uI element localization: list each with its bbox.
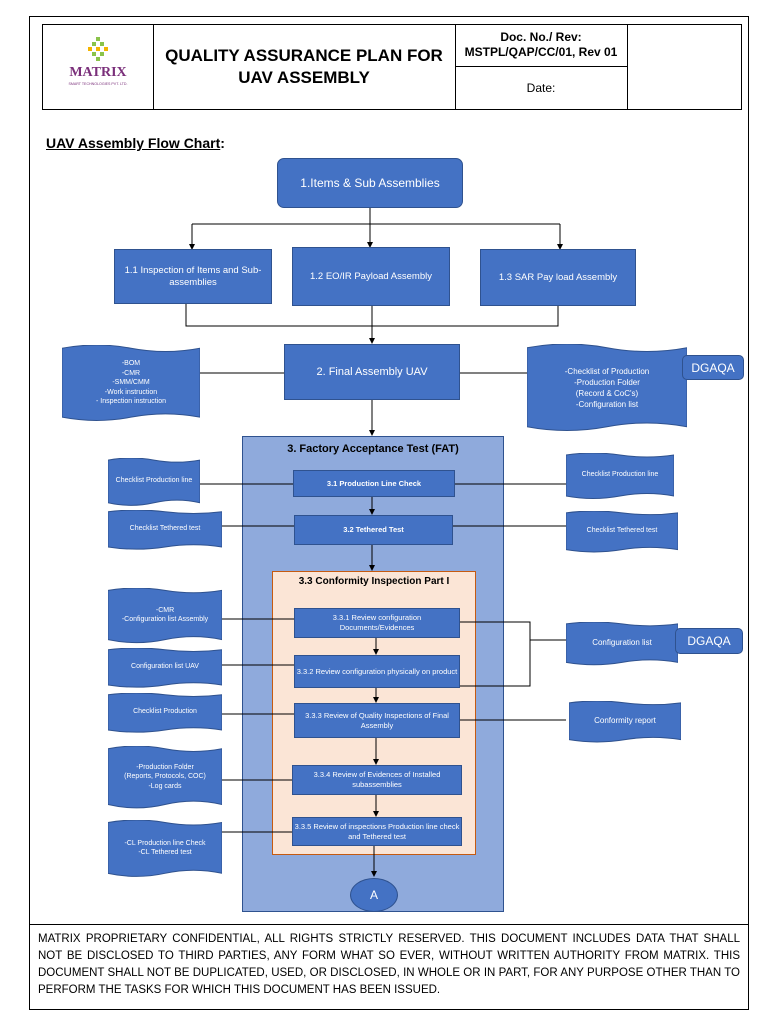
doc-configuration-list-text: Configuration list	[592, 638, 652, 648]
doc-production-folder: -Production Folder (Reports, Protocols, …	[108, 746, 222, 814]
doc-conformity-report: Conformity report	[569, 701, 681, 747]
tethered-test-box: 3.2 Tethered Test	[294, 515, 453, 545]
doc-left-tethered: Checklist Tethered test	[108, 510, 222, 554]
production-line-check-box: 3.1 Production Line Check	[293, 470, 455, 497]
doc-configuration-list: Configuration list	[566, 622, 678, 670]
doc-cmr-config: -CMR -Configuration list Assembly	[108, 588, 222, 648]
logo-name: MATRIX	[69, 65, 127, 80]
doc-production-checklist: -Checklist of Production -Production Fol…	[527, 344, 687, 438]
doc-cl-production-text: -CL Production line Check -CL Tethered t…	[124, 839, 206, 857]
date-label: Date:	[526, 81, 556, 95]
items-subassemblies-box: 1.Items & Sub Assemblies	[277, 158, 463, 208]
sar-payload-box: 1.3 SAR Pay load Assembly	[480, 249, 636, 306]
section-title: UAV Assembly Flow Chart:	[46, 135, 225, 151]
step-334-box: 3.3.4 Review of Evidences of Installed s…	[292, 765, 462, 795]
confidentiality-footer: MATRIX PROPRIETARY CONFIDENTIAL, ALL RIG…	[29, 924, 749, 1010]
section-title-colon: :	[220, 135, 225, 151]
final-assembly-box: 2. Final Assembly UAV	[284, 344, 460, 400]
doc-checklist-production: Checklist Production	[108, 693, 222, 737]
document-header: MATRIX SMART TECHNOLOGIES PVT. LTD. QUAL…	[42, 24, 742, 110]
document-title: QUALITY ASSURANCE PLAN FOR UAV ASSEMBLY	[153, 25, 456, 109]
doc-number-value: MSTPL/QAP/CC/01, Rev 01	[464, 45, 618, 59]
connector-a: A	[350, 878, 398, 912]
step-333-box: 3.3.3 Review of Quality Inspections of F…	[294, 703, 460, 738]
doc-checklist-production-text: Checklist Production	[133, 708, 197, 716]
doc-number-label: Doc. No./ Rev:	[500, 30, 582, 44]
doc-info-cell: Doc. No./ Rev: MSTPL/QAP/CC/01, Rev 01 D…	[455, 25, 628, 109]
fat-title: 3. Factory Acceptance Test (FAT)	[287, 443, 459, 455]
doc-production-checklist-text: -Checklist of Production -Production Fol…	[564, 367, 650, 409]
step-332-box: 3.3.2 Review configuration physically on…	[294, 655, 460, 688]
conformity-title: 3.3 Conformity Inspection Part I	[298, 576, 450, 587]
dgaqa-badge-bottom: DGAQA	[675, 628, 743, 654]
inspection-items-box: 1.1 Inspection of Items and Sub-assembli…	[114, 249, 272, 304]
doc-left-production-line-text: Checklist Production line	[115, 477, 193, 485]
doc-right-production-line: Checklist Production line	[566, 453, 674, 503]
eoir-payload-box: 1.2 EO/IR Payload Assembly	[292, 247, 450, 306]
section-title-text: UAV Assembly Flow Chart	[46, 135, 221, 151]
doc-bom-text: -BOM -CMR -SMM/CMM -Work instruction - I…	[95, 360, 167, 406]
doc-right-tethered: Checklist Tethered test	[566, 511, 678, 557]
doc-config-list-uav-text: Configuration list UAV	[131, 663, 199, 671]
doc-cl-production: -CL Production line Check -CL Tethered t…	[108, 820, 222, 882]
doc-production-folder-text: -Production Folder (Reports, Protocols, …	[124, 763, 206, 790]
step-331-box: 3.3.1 Review configuration Documents/Evi…	[294, 608, 460, 638]
logo-subtitle: SMART TECHNOLOGIES PVT. LTD.	[68, 82, 128, 86]
doc-left-tethered-text: Checklist Tethered test	[129, 525, 201, 533]
doc-right-tethered-text: Checklist Tethered test	[586, 527, 658, 535]
logo-cell: MATRIX SMART TECHNOLOGIES PVT. LTD.	[43, 25, 154, 109]
doc-conformity-report-text: Conformity report	[594, 716, 656, 726]
doc-config-list-uav: Configuration list UAV	[108, 648, 222, 692]
matrix-logo-icon	[88, 37, 108, 61]
doc-right-production-line-text: Checklist Production line	[581, 471, 659, 479]
doc-bom: -BOM -CMR -SMM/CMM -Work instruction - I…	[62, 345, 200, 427]
dgaqa-badge-top: DGAQA	[682, 355, 744, 380]
doc-number: Doc. No./ Rev: MSTPL/QAP/CC/01, Rev 01	[455, 25, 627, 67]
doc-cmr-config-text: -CMR -Configuration list Assembly	[121, 606, 209, 624]
doc-left-production-line: Checklist Production line	[108, 458, 200, 510]
step-335-box: 3.3.5 Review of inspections Production l…	[292, 817, 462, 846]
